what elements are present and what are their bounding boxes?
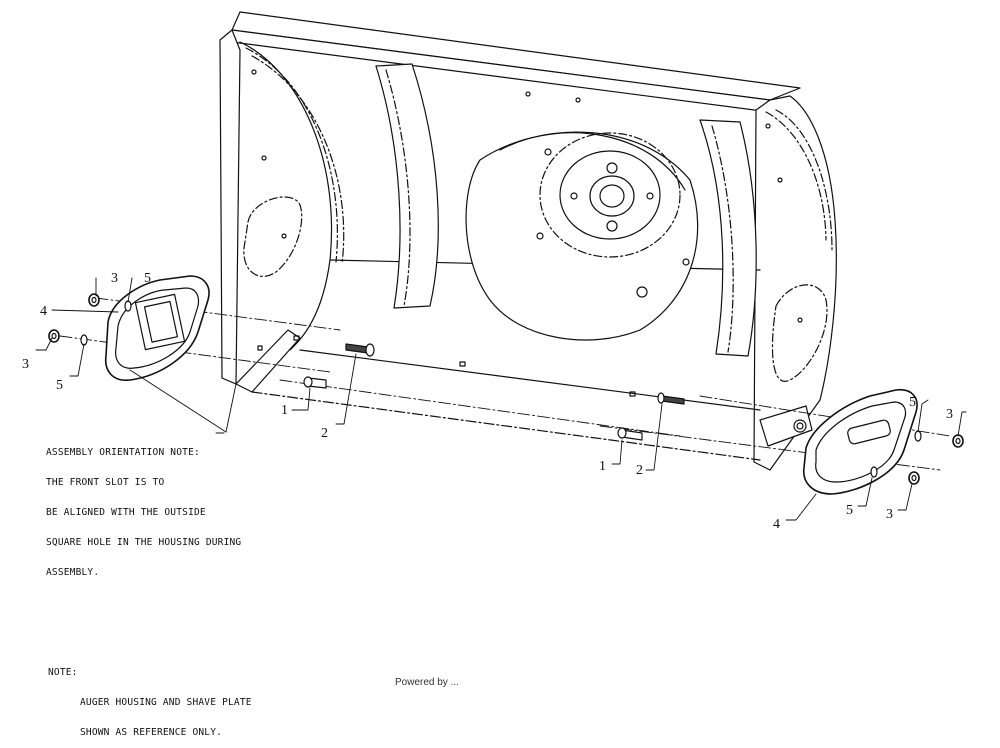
parts-diagram: 3 5 4 3 5 1 2 1 2 5 3 5 3 4 xyxy=(22,11,967,532)
flange-nut-right-top xyxy=(952,434,964,448)
callout-right-1: 1 xyxy=(599,459,606,474)
orientation-note: ASSEMBLY ORIENTATION NOTE: THE FRONT SLO… xyxy=(46,428,241,588)
callout-left-1: 1 xyxy=(281,403,288,418)
orientation-note-line: THE FRONT SLOT IS TO xyxy=(46,477,165,488)
callout-right-5-bottom: 5 xyxy=(846,503,853,518)
callout-right-3-top: 3 xyxy=(946,407,953,422)
callout-right-5-top: 5 xyxy=(909,395,916,410)
callout-right-3-bottom: 3 xyxy=(886,507,893,522)
orientation-note-line: SQUARE HOLE IN THE HOUSING DURING xyxy=(46,537,242,548)
reference-note-heading: NOTE: xyxy=(48,667,78,678)
auger-housing xyxy=(219,11,837,471)
reference-note: NOTE: AUGER HOUSING AND SHAVE PLATE SHOW… xyxy=(48,648,252,748)
right-skid-shoe xyxy=(803,388,918,495)
footer-text: Powered by ... xyxy=(395,677,459,688)
flange-nut-left-top xyxy=(88,293,100,307)
callout-left-3-bottom: 3 xyxy=(22,357,29,372)
orientation-note-line: ASSEMBLY. xyxy=(46,567,100,578)
callout-right-4: 4 xyxy=(773,517,780,532)
callout-left-2: 2 xyxy=(321,426,328,441)
callout-numbers: 3 5 4 3 5 1 2 1 2 5 3 5 3 4 xyxy=(22,271,953,532)
reference-note-line: SHOWN AS REFERENCE ONLY. xyxy=(80,727,223,738)
orientation-note-line: ASSEMBLY ORIENTATION NOTE: xyxy=(46,447,200,458)
pin-left xyxy=(303,376,327,389)
left-skid-shoe xyxy=(104,275,210,381)
flange-nut-right-bottom xyxy=(908,471,920,485)
carriage-bolt-left xyxy=(345,343,375,357)
washer-right-bottom xyxy=(870,466,878,478)
washer-right-top xyxy=(914,430,922,442)
washer-left-top xyxy=(124,300,132,312)
pin-right xyxy=(617,427,643,441)
callout-left-5-bottom: 5 xyxy=(56,378,63,393)
carriage-bolt-right xyxy=(657,392,685,405)
reference-note-line: AUGER HOUSING AND SHAVE PLATE xyxy=(80,697,252,708)
callout-left-4: 4 xyxy=(40,304,47,319)
orientation-note-line: BE ALIGNED WITH THE OUTSIDE xyxy=(46,507,206,518)
callout-left-5-top: 5 xyxy=(144,271,151,286)
callout-right-2: 2 xyxy=(636,463,643,478)
leader-lines xyxy=(35,277,967,521)
callout-left-3-top: 3 xyxy=(111,271,118,286)
washer-left-bottom xyxy=(80,334,88,346)
